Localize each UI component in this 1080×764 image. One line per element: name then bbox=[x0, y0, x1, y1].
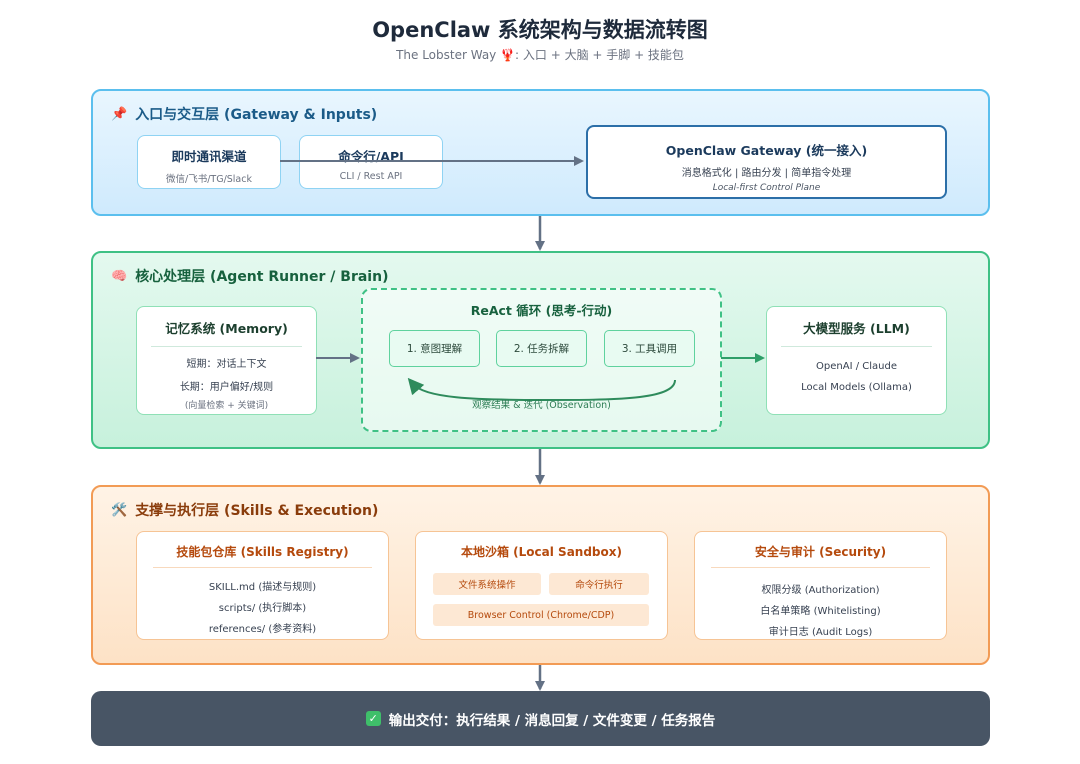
llm-providers: OpenAI / Claude bbox=[816, 361, 897, 372]
llm-divider bbox=[781, 346, 932, 347]
cli-api-card: 命令行/API CLI / Rest API bbox=[299, 135, 443, 189]
react-step-decompose: 2. 任务拆解 bbox=[496, 330, 587, 367]
gateway-card-note: Local-first Control Plane bbox=[712, 183, 821, 193]
check-icon: ✓ bbox=[365, 711, 381, 726]
security-card: 安全与审计 (Security) 权限分级 (Authorization) 白名… bbox=[694, 531, 947, 640]
page-subtitle: The Lobster Way 🦞: 入口 + 大脑 + 手脚 + 技能包 bbox=[396, 48, 684, 62]
security-line: 审计日志 (Audit Logs) bbox=[768, 627, 873, 638]
security-title: 安全与审计 (Security) bbox=[754, 545, 887, 559]
tools-icon: 🛠️ bbox=[111, 502, 128, 518]
skills-line: references/ (参考资料) bbox=[208, 624, 317, 635]
sandbox-chip-filesystem: 文件系统操作 bbox=[433, 573, 541, 595]
llm-title: 大模型服务 (LLM) bbox=[803, 321, 910, 336]
im-channels-title: 即时通讯渠道 bbox=[171, 149, 247, 164]
cli-api-title: 命令行/API bbox=[338, 149, 404, 164]
security-line: 权限分级 (Authorization) bbox=[761, 585, 880, 596]
memory-title: 记忆系统 (Memory) bbox=[165, 321, 288, 336]
react-loop-box: ReAct 循环 (思考-行动) 1. 意图理解 2. 任务拆解 3. 工具调用… bbox=[361, 288, 722, 432]
page-title: OpenClaw 系统架构与数据流转图 bbox=[372, 18, 708, 42]
loop-arrow-icon bbox=[407, 377, 676, 402]
memory-card: 记忆系统 (Memory) 短期：对话上下文 长期：用户偏好/规则 (向量检索 … bbox=[136, 306, 317, 415]
exec-layer: 🛠️ 支撑与执行层 (Skills & Execution) 技能包仓库 (Sk… bbox=[91, 485, 990, 665]
core-layer: 🧠 核心处理层 (Agent Runner / Brain) 记忆系统 (Mem… bbox=[91, 251, 990, 449]
im-channels-sub: 微信/飞书/TG/Slack bbox=[166, 174, 252, 185]
react-observation: 观察结果 & 迭代 (Observation) bbox=[472, 400, 611, 411]
sandbox-chip-command: 命令行执行 bbox=[549, 573, 649, 595]
skills-line: SKILL.md (描述与规则) bbox=[208, 582, 317, 593]
gateway-card-desc: 消息格式化 | 路由分发 | 简单指令处理 bbox=[681, 168, 852, 179]
memory-note: (向量检索 + 关键词) bbox=[184, 401, 269, 411]
memory-divider bbox=[151, 346, 302, 347]
skills-divider bbox=[153, 567, 372, 568]
output-bar: ✓ 输出交付：执行结果 / 消息回复 / 文件变更 / 任务报告 bbox=[91, 691, 990, 746]
pin-icon: 📌 bbox=[111, 106, 128, 122]
react-title: ReAct 循环 (思考-行动) bbox=[470, 303, 613, 318]
gateway-layer: 📌 入口与交互层 (Gateway & Inputs) 即时通讯渠道 微信/飞书… bbox=[91, 89, 990, 216]
cli-api-sub: CLI / Rest API bbox=[339, 171, 403, 182]
react-step-tool-call: 3. 工具调用 bbox=[604, 330, 695, 367]
skills-line: scripts/ (执行脚本) bbox=[218, 603, 307, 614]
llm-card: 大模型服务 (LLM) OpenAI / Claude Local Models… bbox=[766, 306, 947, 415]
gateway-layer-title: 入口与交互层 (Gateway & Inputs) bbox=[135, 107, 378, 123]
exec-layer-title: 支撑与执行层 (Skills & Execution) bbox=[135, 503, 379, 519]
security-line: 白名单策略 (Whitelisting) bbox=[760, 606, 881, 617]
memory-short-term: 短期：对话上下文 bbox=[186, 359, 267, 370]
core-layer-title: 核心处理层 (Agent Runner / Brain) bbox=[135, 269, 389, 285]
memory-long-term: 长期：用户偏好/规则 bbox=[179, 382, 274, 393]
react-step-intent: 1. 意图理解 bbox=[389, 330, 480, 367]
skills-registry-card: 技能包仓库 (Skills Registry) SKILL.md (描述与规则)… bbox=[136, 531, 389, 640]
output-text: 输出交付：执行结果 / 消息回复 / 文件变更 / 任务报告 bbox=[388, 712, 716, 729]
sandbox-card: 本地沙箱 (Local Sandbox) 文件系统操作 命令行执行 Browse… bbox=[415, 531, 668, 640]
security-divider bbox=[711, 567, 930, 568]
llm-local-models: Local Models (Ollama) bbox=[801, 382, 912, 393]
gateway-card: OpenClaw Gateway (统一接入) 消息格式化 | 路由分发 | 简… bbox=[586, 125, 947, 199]
brain-icon: 🧠 bbox=[111, 268, 128, 284]
skills-title: 技能包仓库 (Skills Registry) bbox=[176, 545, 349, 559]
im-channels-card: 即时通讯渠道 微信/飞书/TG/Slack bbox=[137, 135, 281, 189]
gateway-card-title: OpenClaw Gateway (统一接入) bbox=[665, 143, 868, 158]
sandbox-chip-browser: Browser Control (Chrome/CDP) bbox=[433, 604, 649, 626]
sandbox-title: 本地沙箱 (Local Sandbox) bbox=[461, 545, 622, 559]
